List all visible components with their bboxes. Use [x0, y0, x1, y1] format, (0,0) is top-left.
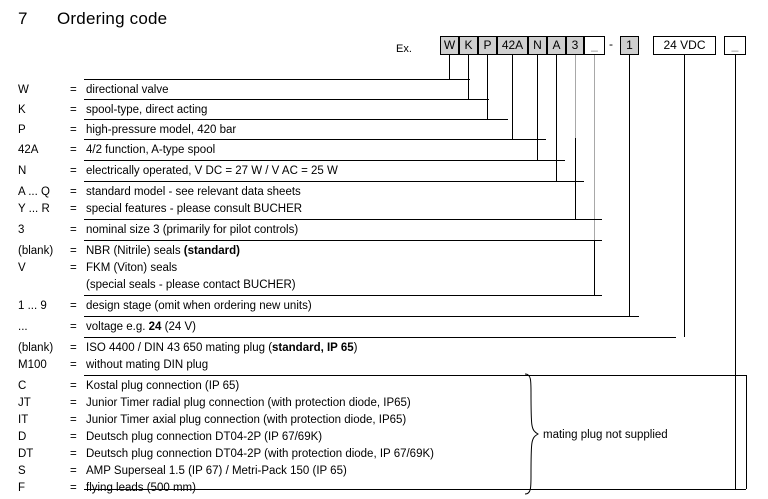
legend-equals-sign: =	[70, 465, 77, 477]
separator-rule	[84, 139, 546, 140]
legend-description: AMP Superseal 1.5 (IP 67) / Metri-Pack 1…	[86, 465, 347, 477]
separator-rule	[84, 79, 470, 80]
separator-rule	[84, 119, 508, 120]
legend-equals-sign: =	[70, 448, 77, 460]
legend-code: W	[18, 84, 29, 96]
separator-rule	[84, 99, 489, 100]
page-title: Ordering code	[57, 9, 168, 28]
legend-equals-sign: =	[70, 84, 77, 96]
legend-description: voltage e.g. 24 (24 V)	[86, 321, 196, 333]
legend-code: P	[18, 124, 26, 136]
legend-description: nominal size 3 (primarily for pilot cont…	[86, 224, 299, 236]
code-box-plug[interactable]: _	[724, 36, 746, 55]
legend-equals-sign: =	[70, 321, 77, 333]
code-box-type[interactable]: K	[459, 36, 478, 55]
legend-code: (blank)	[18, 245, 54, 257]
separator-rule	[84, 295, 602, 296]
code-separator-dash: -	[609, 37, 613, 51]
legend-description: electrically operated, V DC = 27 W / V A…	[86, 165, 338, 177]
separator-rule	[84, 160, 565, 161]
legend-description: Deutsch plug connection DT04-2P (IP 67/6…	[86, 431, 323, 443]
legend-code: C	[18, 380, 27, 392]
legend-equals-sign: =	[70, 397, 77, 409]
section-number: 7	[18, 9, 28, 28]
legend-description: spool-type, direct acting	[86, 104, 208, 116]
legend-code: K	[18, 104, 26, 116]
legend-description: flying leads (500 mm)	[86, 482, 196, 494]
legend-code: ...	[18, 321, 28, 333]
code-box-voltage[interactable]: 24 VDC	[653, 36, 716, 55]
separator-rule	[84, 219, 602, 220]
legend-equals-sign: =	[70, 300, 77, 312]
example-label: Ex.	[396, 43, 412, 55]
separator-rule	[84, 316, 639, 317]
code-box-seals[interactable]: _	[584, 36, 605, 55]
legend-description: Junior Timer radial plug connection (wit…	[86, 397, 411, 409]
legend-code: V	[18, 262, 26, 274]
mating-plug-note: mating plug not supplied	[543, 429, 668, 441]
legend-description: Deutsch plug connection DT04-2P (with pr…	[86, 448, 434, 460]
legend-code: 3	[18, 224, 25, 236]
legend-code: 42A	[18, 144, 39, 156]
separator-rule	[84, 489, 746, 490]
code-box-design-stage[interactable]: 1	[620, 36, 639, 55]
legend-equals-sign: =	[70, 342, 77, 354]
legend-equals-sign: =	[70, 380, 77, 392]
legend-equals-sign: =	[70, 431, 77, 443]
separator-rule	[84, 375, 746, 376]
legend-description: directional valve	[86, 84, 169, 96]
legend-equals-sign: =	[70, 262, 77, 274]
code-box-series[interactable]: W	[440, 36, 459, 55]
legend-description: Kostal plug connection (IP 65)	[86, 380, 240, 392]
legend-equals-sign: =	[70, 186, 77, 198]
legend-description: (special seals - please contact BUCHER)	[86, 279, 296, 291]
legend-code: S	[18, 465, 26, 477]
legend-description: Junior Timer axial plug connection (with…	[86, 414, 407, 426]
legend-code: D	[18, 431, 27, 443]
legend-description: special features - please consult BUCHER	[86, 203, 303, 215]
legend-equals-sign: =	[70, 414, 77, 426]
legend-code: M100	[18, 359, 47, 371]
legend-equals-sign: =	[70, 124, 77, 136]
legend-equals-sign: =	[70, 144, 77, 156]
code-box-model[interactable]: A	[547, 36, 566, 55]
legend-code: IT	[18, 414, 29, 426]
code-box-actuation[interactable]: N	[528, 36, 547, 55]
legend-equals-sign: =	[70, 104, 77, 116]
legend-equals-sign: =	[70, 165, 77, 177]
legend-description: ISO 4400 / DIN 43 650 mating plug (stand…	[86, 342, 358, 354]
code-box-pressure[interactable]: P	[478, 36, 497, 55]
legend-code: 1 ... 9	[18, 300, 47, 312]
legend-equals-sign: =	[70, 203, 77, 215]
legend-code: A ... Q	[18, 186, 50, 198]
separator-rule	[84, 181, 584, 182]
legend-equals-sign: =	[70, 482, 77, 494]
legend-code: DT	[18, 448, 34, 460]
code-box-function[interactable]: 42A	[497, 36, 528, 55]
legend-equals-sign: =	[70, 224, 77, 236]
legend-description: 4/2 function, A-type spool	[86, 144, 216, 156]
legend-description: design stage (omit when ordering new uni…	[86, 300, 312, 312]
legend-code: (blank)	[18, 342, 54, 354]
legend-code: JT	[18, 397, 31, 409]
legend-equals-sign: =	[70, 359, 77, 371]
legend-code: Y ... R	[18, 203, 50, 215]
legend-code: N	[18, 165, 27, 177]
legend-description: NBR (Nitrile) seals (standard)	[86, 245, 240, 257]
code-box-size[interactable]: 3	[566, 36, 584, 55]
legend-code: F	[18, 482, 26, 494]
legend-description: standard model - see relevant data sheet…	[86, 186, 301, 198]
legend-description: FKM (Viton) seals	[86, 262, 178, 274]
separator-rule	[84, 337, 676, 338]
curly-brace-icon	[524, 373, 540, 495]
legend-description: without mating DIN plug	[86, 359, 209, 371]
legend-description: high-pressure model, 420 bar	[86, 124, 237, 136]
separator-rule	[84, 240, 602, 241]
legend-equals-sign: =	[70, 245, 77, 257]
